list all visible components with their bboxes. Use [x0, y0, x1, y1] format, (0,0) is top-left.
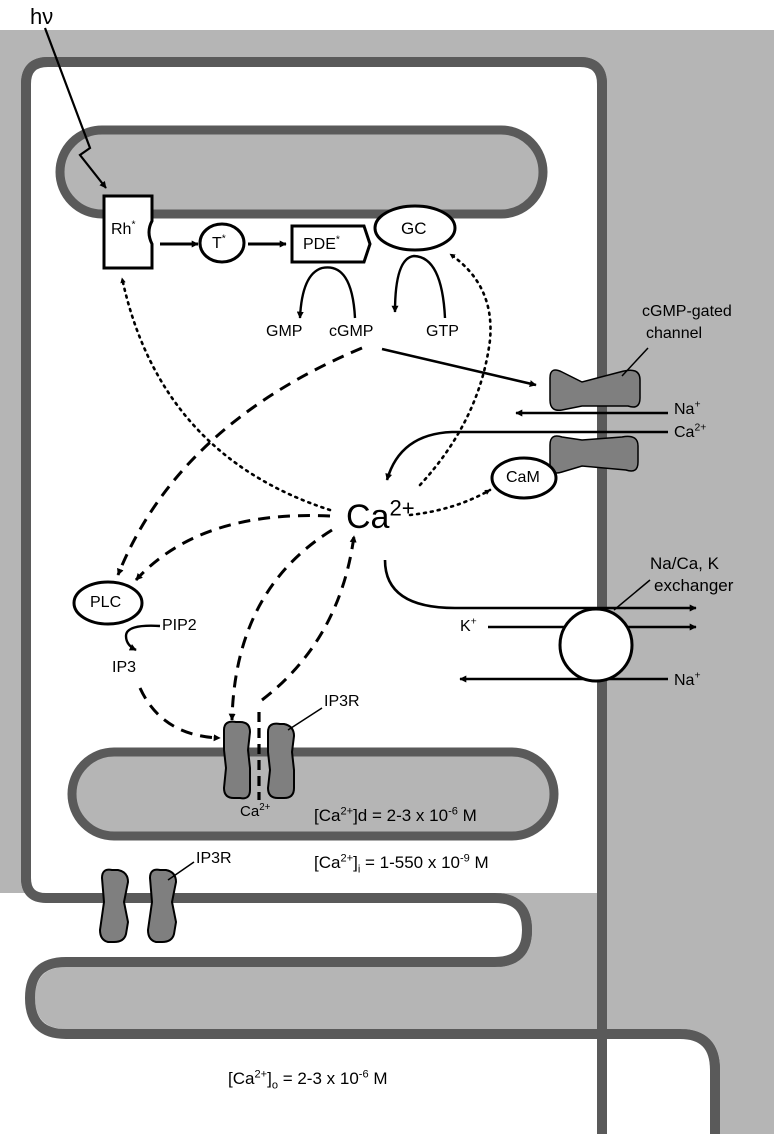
ip3r-disk-pointer	[287, 707, 323, 731]
outer-membrane-stroke	[21, 57, 720, 1134]
gc-label: GC	[401, 219, 427, 238]
rhodopsin-label: Rh*	[111, 219, 136, 238]
ip3-label: IP3	[112, 659, 137, 676]
channel-title: cGMP-gated channel	[642, 303, 732, 342]
ip3r-disk-label: IP3R	[324, 693, 360, 710]
ca-to-gc-dotted	[418, 252, 492, 487]
cgmp-to-plc-dashed	[116, 346, 363, 576]
top-disk	[55, 125, 548, 219]
gmp-label: GMP	[266, 323, 303, 340]
plc-label: PLC	[90, 594, 122, 611]
pde-box	[290, 224, 372, 264]
exchanger-circle	[558, 607, 634, 683]
ip3r-membrane-pointer	[167, 861, 195, 881]
na-out-label: Na+	[674, 670, 701, 689]
photon-arrow	[43, 27, 107, 189]
exchanger-label-pointer	[613, 579, 651, 611]
ip3r-membrane-left	[98, 868, 130, 943]
pip2-label: PIP2	[162, 617, 197, 634]
k-ion-label: K+	[460, 616, 477, 635]
ca-out-conc-label: [Ca2+]o = 2-3 x 10-6 M	[228, 1068, 388, 1092]
ca-disk-conc-label: [Ca2+]d = 2-3 x 10-6 M	[314, 805, 477, 825]
ca-disk-release-label: Ca2+	[240, 802, 271, 820]
ca-to-rh-dotted	[120, 276, 332, 512]
plc-ellipse	[72, 580, 144, 626]
gtp-label: GTP	[426, 323, 459, 340]
ca-to-plc-dashed	[134, 514, 331, 582]
pde-label: PDE*	[303, 234, 340, 253]
channel-label-pointer	[621, 347, 649, 377]
ca-center-label: Ca2+	[346, 495, 415, 536]
cgmp-channel-lower	[549, 435, 639, 474]
ca-to-cam-dotted	[408, 488, 492, 517]
ca-to-ip3r-dashed	[228, 528, 333, 721]
cgmp-to-gmp-arrow	[296, 266, 357, 319]
cam-ellipse	[490, 456, 558, 500]
ip3-to-ip3r-dashed	[138, 687, 221, 742]
cgmp-channel-upper	[549, 369, 641, 412]
cgmp-to-channel-arrow	[381, 347, 537, 387]
exchanger-title: Na/Ca, K exchanger	[650, 554, 734, 595]
bottom-disk	[67, 747, 559, 841]
pip2-to-ip3-arrow	[124, 624, 161, 652]
cgmp-label: cGMP	[329, 323, 374, 340]
rhodopsin-box	[102, 194, 154, 270]
cytoplasm-lower	[0, 893, 710, 1134]
ip3r-disk-right	[266, 722, 296, 799]
cam-label: CaM	[506, 469, 540, 486]
ca-in-label: Ca2+	[674, 422, 707, 441]
photon-label: hν	[30, 4, 54, 29]
transducin-label: T*	[212, 233, 226, 252]
ip3r-to-ca-dashed	[261, 535, 357, 702]
transducin-ellipse	[198, 222, 246, 264]
ca-int-conc-label: [Ca2+]i = 1-550 x 10-9 M	[314, 852, 489, 876]
ip3r-disk-left	[222, 720, 252, 800]
gc-ellipse	[373, 204, 457, 252]
ip3r-membrane-right	[146, 868, 178, 943]
ca-influx-arrow	[385, 430, 668, 481]
na-in-label: Na+	[674, 399, 701, 418]
ip3r-membrane-label: IP3R	[196, 850, 232, 867]
gtp-to-cgmp-arrow	[391, 254, 447, 319]
ca-efflux-arrow	[383, 559, 697, 612]
